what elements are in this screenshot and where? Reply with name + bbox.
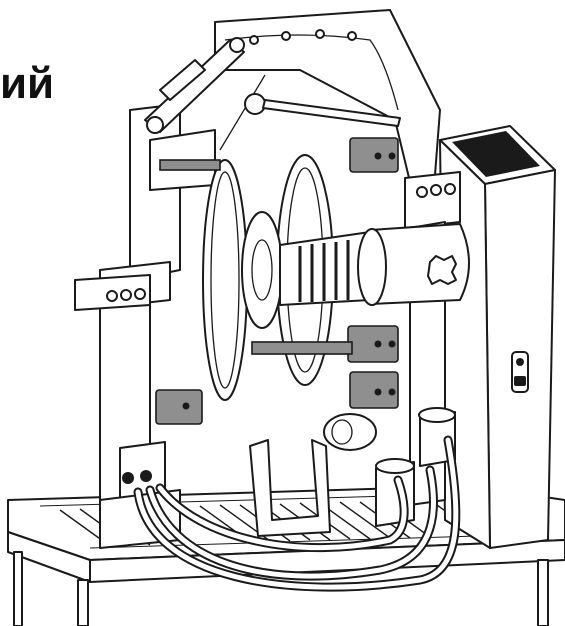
steel-blocks — [155, 137, 399, 425]
hydraulic-hoses — [133, 435, 461, 592]
caption-text: ий — [0, 59, 55, 108]
clamp-arms — [144, 37, 401, 151]
wheel-assembly — [202, 154, 470, 401]
support-bracket — [249, 413, 377, 537]
